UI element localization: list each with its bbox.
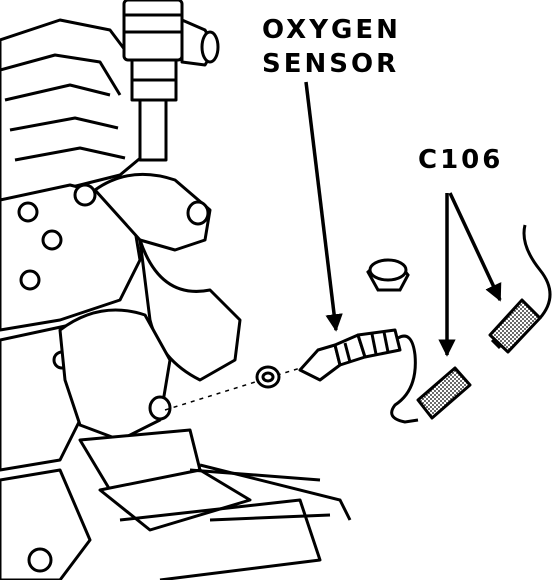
connector-c106 bbox=[416, 224, 552, 420]
exhaust-manifold bbox=[58, 172, 322, 580]
coolant-fitting bbox=[122, 0, 220, 162]
oxygen-sensor-arrow bbox=[304, 81, 343, 332]
oxygen-sensor-body bbox=[298, 328, 402, 382]
oxygen-sensor-label-line1: OXYGEN bbox=[262, 15, 401, 45]
sensor-plug bbox=[366, 258, 410, 292]
c106-connector-label: C106 bbox=[418, 145, 503, 175]
sensor-washer bbox=[255, 365, 281, 389]
callout-arrows bbox=[304, 81, 502, 357]
install-path-guide bbox=[164, 364, 311, 411]
sensor-wire bbox=[390, 334, 419, 424]
oxygen-sensor-label-line2: SENSOR bbox=[262, 49, 399, 79]
bracket bbox=[189, 463, 352, 522]
c106-arrow-right bbox=[448, 192, 502, 302]
